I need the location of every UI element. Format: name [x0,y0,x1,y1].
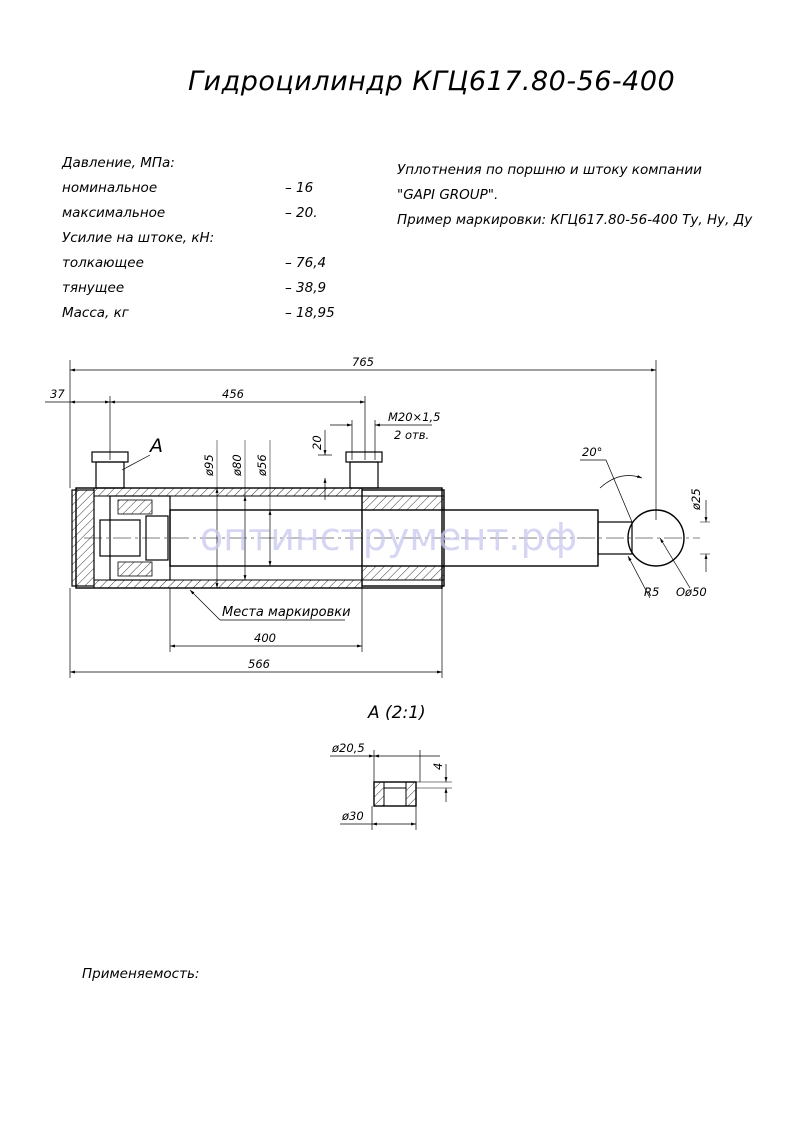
dim-d56: ø56 [255,454,269,477]
dim-d80: ø80 [230,454,244,477]
dim-d20-5: ø20,5 [331,741,365,755]
force-header: Усилие на штоке, кН: [62,230,215,246]
max-value: – 20. [285,205,318,221]
max-label: максимальное [62,205,166,221]
dim-20: 20 [310,435,324,450]
dim-r5: R5 [644,585,659,599]
dim-4: 4 [431,763,445,770]
dim-thread: М20×1,5 [388,410,440,424]
mass-value: – 18,95 [285,305,335,321]
dim-holes: 2 отв. [394,428,429,442]
dim-d25: ø25 [689,488,703,511]
dim-d30: ø30 [341,809,364,823]
dim-angle: 20° [582,445,602,459]
detail-title: А (2:1) [367,703,426,723]
pull-label: тянущее [62,280,125,296]
watermark: оптинструмент.рф [200,515,577,559]
marking-example: Пример маркировки: КГЦ617.80-56-400 Ту, … [397,212,753,228]
seal-note-line1: Уплотнения по поршню и штоку компании [397,162,702,178]
applicability-label: Применяемость: [82,966,200,982]
mass-label: Масса, кг [62,305,129,321]
pressure-header: Давление, МПа: [62,155,175,171]
pull-value: – 38,9 [285,280,327,296]
nominal-value: – 16 [285,180,314,196]
push-value: – 76,4 [285,255,327,271]
dim-400: 400 [254,631,276,645]
section-label-a: А [148,435,163,457]
dim-sphere: Оø50 [676,585,707,599]
dim-456: 456 [222,387,244,401]
seal-note-line2: "GAPI GROUP". [397,187,499,203]
nominal-label: номинальное [62,180,158,196]
dim-566: 566 [248,657,270,671]
dim-37: 37 [50,387,65,401]
marking-label: Места маркировки [222,605,351,620]
dim-total: 765 [352,355,374,369]
push-label: толкающее [62,255,144,271]
dim-d95: ø95 [202,454,216,477]
drawing-title: Гидроцилиндр КГЦ617.80-56-400 [188,66,676,97]
